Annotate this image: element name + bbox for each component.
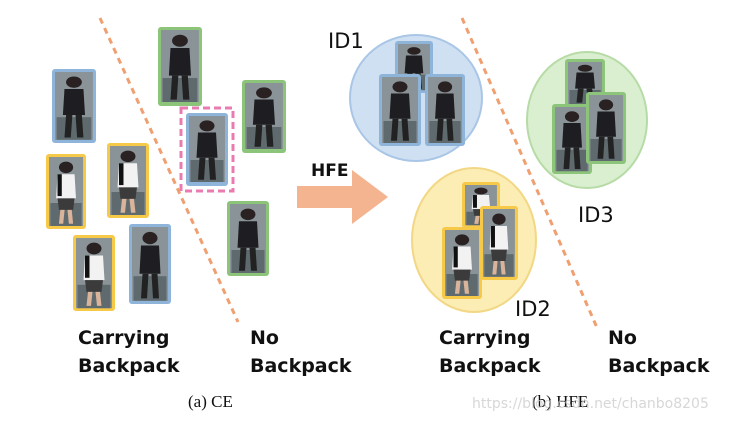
arrow-label: HFE: [311, 161, 348, 181]
id2-thumb-2: [480, 206, 518, 280]
thumb-yellow-2: [107, 143, 149, 218]
divider-line-a: [98, 17, 240, 323]
thumb-green-1: [158, 27, 202, 106]
label-a-no-line1: No: [250, 327, 279, 349]
divider-line-b: [460, 17, 600, 331]
right-arrow-icon: [297, 170, 388, 224]
label-b-carrying-line1: Carrying: [439, 327, 531, 349]
thumb-yellow-3: [73, 235, 115, 311]
cluster-id2-label: ID2: [515, 297, 551, 321]
label-a-no-line2: Backpack: [250, 355, 352, 377]
id1-thumb-2: [379, 74, 421, 146]
caption-a: (a) CE: [188, 392, 233, 411]
id3-thumb-3: [586, 92, 626, 164]
thumb-blue-2: [129, 224, 171, 304]
thumb-blue-1: [52, 69, 96, 143]
cluster-id3-label: ID3: [578, 203, 614, 227]
id1-thumb-3: [425, 74, 465, 146]
watermark: https://blog.csdn.net/chanbo8205: [472, 396, 709, 412]
thumb-yellow-1: [46, 154, 86, 229]
thumb-green-3: [227, 201, 269, 276]
id2-thumb-3: [442, 227, 482, 299]
label-b-no-line1: No: [608, 327, 637, 349]
label-b-carrying-line2: Backpack: [439, 355, 541, 377]
thumb-query: [179, 106, 235, 193]
label-a-carrying-line1: Carrying: [78, 327, 170, 349]
id3-thumb-2: [552, 104, 592, 174]
caption-b: (b) HFE: [532, 392, 588, 411]
label-a-carrying-line2: Backpack: [78, 355, 180, 377]
label-b-no-line2: Backpack: [608, 355, 710, 377]
cluster-id1-label: ID1: [328, 29, 364, 53]
thumb-green-2: [242, 80, 286, 153]
